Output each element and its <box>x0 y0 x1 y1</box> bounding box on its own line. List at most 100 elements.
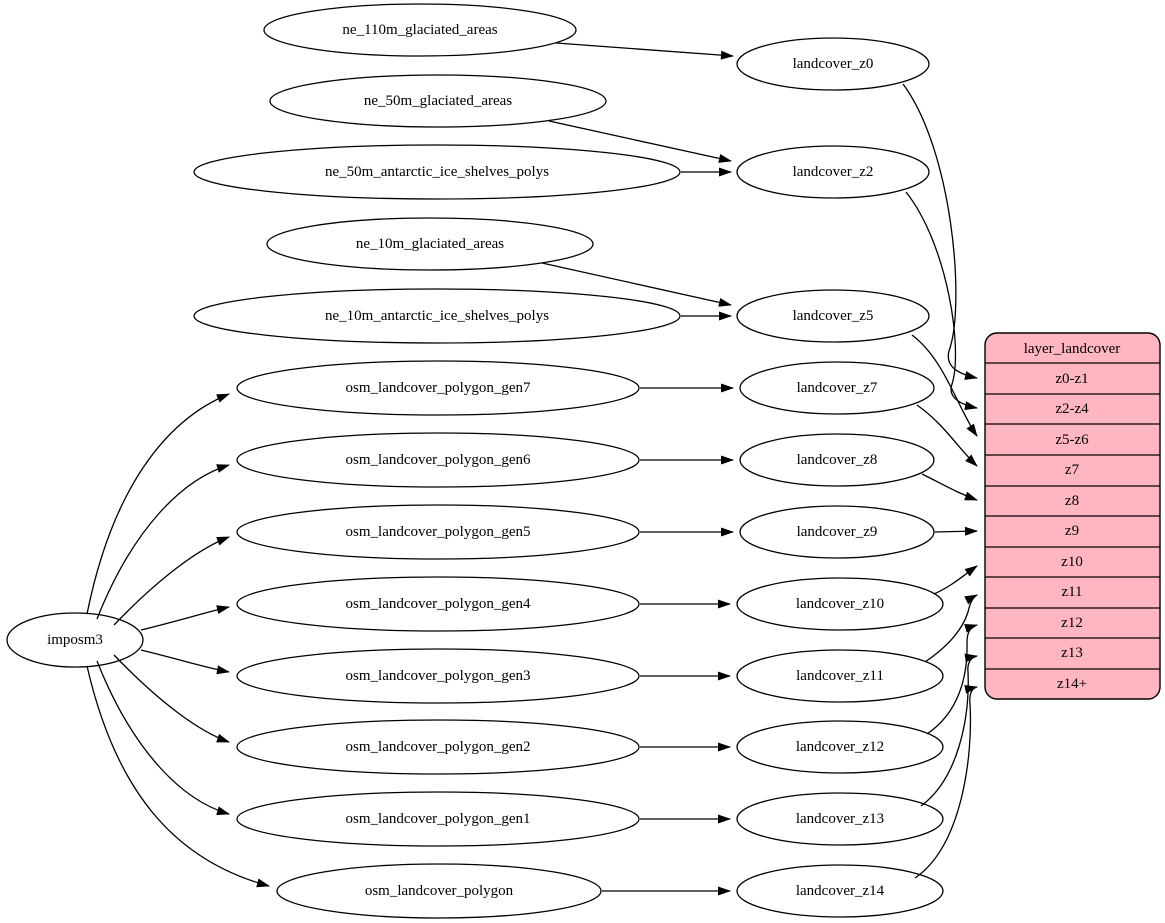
ne-50m-antarctic-ice-shelves-polys-ellipse <box>193 144 681 200</box>
landcover-z7-label: landcover_z7 <box>797 380 878 396</box>
edge-landcover-z8-to-row-z8 <box>921 473 978 501</box>
edge-ne-110m-glaciated-areas-to-landcover-z0 <box>555 42 734 60</box>
node-landcover-z7: landcover_z7 <box>739 361 935 415</box>
edge-imposm3-to-osm-landcover-polygon-gen6 <box>96 464 230 620</box>
edge-landcover-z14-to-row-z14plus <box>914 684 978 879</box>
node-ne-10m-glaciated-areas: ne_10m_glaciated_areas <box>266 217 594 271</box>
osm-landcover-polygon-gen2-label: osm_landcover_polygon_gen2 <box>346 739 531 755</box>
landcover-z13-ellipse <box>736 792 944 846</box>
edge-imposm3-to-osm-landcover-polygon-gen2 <box>113 654 230 743</box>
node-osm-landcover-polygon-gen6: osm_landcover_polygon_gen6 <box>236 432 640 488</box>
node-imposm3: imposm3 <box>6 612 144 668</box>
osm-landcover-polygon-gen3-label: osm_landcover_polygon_gen3 <box>346 668 531 684</box>
osm-landcover-polygon-gen4-label: osm_landcover_polygon_gen4 <box>346 596 531 612</box>
edge-imposm3-to-osm-landcover-polygon-gen5 <box>113 536 230 626</box>
node-ne-110m-glaciated-areas: ne_110m_glaciated_areas <box>263 3 577 57</box>
table-row-z0-z1: z0-z1 <box>1055 371 1088 387</box>
table-row-z9: z9 <box>1065 523 1079 539</box>
table-row-z11: z11 <box>1061 584 1082 600</box>
osm-landcover-polygon-gen7-label: osm_landcover_polygon_gen7 <box>346 380 531 396</box>
osm-landcover-polygon-ellipse <box>276 863 602 919</box>
layer-landcover-table-title: layer_landcover <box>1024 341 1121 357</box>
node-landcover-z8: landcover_z8 <box>739 433 935 487</box>
table-row-z5-z6: z5-z6 <box>1055 432 1089 448</box>
landcover-z13-label: landcover_z13 <box>796 811 884 827</box>
ne-110m-glaciated-areas-label: ne_110m_glaciated_areas <box>342 22 497 38</box>
edge-landcover-z7-to-row-z7 <box>916 404 978 467</box>
osm-landcover-polygon-gen4-ellipse <box>236 576 640 632</box>
osm-landcover-polygon-label: osm_landcover_polygon <box>365 883 514 899</box>
landcover-z12-ellipse <box>736 720 944 774</box>
node-osm-landcover-polygon-gen7: osm_landcover_polygon_gen7 <box>236 360 640 416</box>
table-row-z13: z13 <box>1061 645 1083 661</box>
landcover-z10-ellipse <box>736 577 944 631</box>
landcover-z5-ellipse <box>736 289 930 343</box>
table-row-z2-z4: z2-z4 <box>1055 401 1089 417</box>
edge-imposm3-to-osm-landcover-polygon-gen1 <box>96 660 230 816</box>
ne-10m-glaciated-areas-ellipse <box>266 217 594 271</box>
node-landcover-z13: landcover_z13 <box>736 792 944 846</box>
table-row-z8: z8 <box>1065 493 1079 509</box>
osm-landcover-polygon-gen2-ellipse <box>236 719 640 775</box>
node-ne-50m-antarctic-ice-shelves-polys: ne_50m_antarctic_ice_shelves_polys <box>193 144 681 200</box>
edge-landcover-z5-to-row-z5-z6 <box>911 334 978 437</box>
imposm3-label: imposm3 <box>47 632 103 648</box>
edge-imposm3-to-osm-landcover-polygon-gen7 <box>86 393 230 615</box>
ne-10m-antarctic-ice-shelves-polys-ellipse <box>193 288 681 344</box>
ne-10m-antarctic-ice-shelves-polys-label: ne_10m_antarctic_ice_shelves_polys <box>325 308 549 324</box>
edge-imposm3-to-osm-landcover-polygon-gen4 <box>140 605 230 631</box>
edge-landcover-z12-to-row-z12 <box>926 623 978 735</box>
osm-landcover-polygon-gen6-ellipse <box>236 432 640 488</box>
node-landcover-z14: landcover_z14 <box>736 864 944 918</box>
landcover-z9-ellipse <box>739 505 935 559</box>
landcover-z10-label: landcover_z10 <box>796 596 884 612</box>
osm-landcover-polygon-gen3-ellipse <box>236 648 640 704</box>
osm-landcover-polygon-gen5-label: osm_landcover_polygon_gen5 <box>346 524 531 540</box>
landcover-z14-label: landcover_z14 <box>796 883 885 899</box>
table-row-z14plus: z14+ <box>1057 676 1087 692</box>
node-ne-50m-glaciated-areas: ne_50m_glaciated_areas <box>269 74 607 128</box>
landcover-z12-label: landcover_z12 <box>796 739 884 755</box>
node-osm-landcover-polygon-gen1: osm_landcover_polygon_gen1 <box>236 791 640 847</box>
edge-imposm3-to-osm-landcover-polygon <box>86 665 270 888</box>
edge-landcover-z11-to-row-z11 <box>924 594 978 663</box>
edge-ne-50m-glaciated-areas-to-landcover-z2 <box>548 120 732 163</box>
node-ne-10m-antarctic-ice-shelves-polys: ne_10m_antarctic_ice_shelves_polys <box>193 288 681 344</box>
landcover-z8-ellipse <box>739 433 935 487</box>
landcover-z7-ellipse <box>739 361 935 415</box>
landcover-z2-ellipse <box>736 145 930 199</box>
node-osm-landcover-polygon: osm_landcover_polygon <box>276 863 602 919</box>
node-layer-landcover-table: layer_landcover z0-z1 z2-z4 z5-z6 z7 z8 … <box>984 332 1161 700</box>
ne-50m-glaciated-areas-ellipse <box>269 74 607 128</box>
imposm3-ellipse <box>6 612 144 668</box>
landcover-z11-label: landcover_z11 <box>796 668 884 684</box>
ne-50m-glaciated-areas-label: ne_50m_glaciated_areas <box>364 93 512 109</box>
edge-landcover-z0-to-row-z0-z1 <box>902 83 978 380</box>
edge-imposm3-to-osm-landcover-polygon-gen3 <box>140 649 230 675</box>
edge-landcover-z10-to-row-z10 <box>933 565 978 595</box>
node-osm-landcover-polygon-gen4: osm_landcover_polygon_gen4 <box>236 576 640 632</box>
landcover-z14-ellipse <box>736 864 944 918</box>
landcover-z5-label: landcover_z5 <box>793 308 874 324</box>
edge-landcover-z2-to-row-z2-z4 <box>905 191 978 411</box>
table-row-z12: z12 <box>1061 615 1083 631</box>
osm-landcover-polygon-gen1-ellipse <box>236 791 640 847</box>
ne-10m-glaciated-areas-label: ne_10m_glaciated_areas <box>356 236 504 252</box>
landcover-z8-label: landcover_z8 <box>797 452 878 468</box>
node-landcover-z0: landcover_z0 <box>736 37 930 91</box>
edge-ne-10m-glaciated-areas-to-landcover-z5 <box>541 262 732 307</box>
node-osm-landcover-polygon-gen5: osm_landcover_polygon_gen5 <box>236 504 640 560</box>
node-landcover-z5: landcover_z5 <box>736 289 930 343</box>
ne-50m-antarctic-ice-shelves-polys-label: ne_50m_antarctic_ice_shelves_polys <box>325 164 549 180</box>
landcover-z2-label: landcover_z2 <box>793 164 874 180</box>
osm-landcover-polygon-gen5-ellipse <box>236 504 640 560</box>
edge-landcover-z9-to-row-z9 <box>934 526 978 536</box>
osm-landcover-polygon-gen7-ellipse <box>236 360 640 416</box>
osm-landcover-polygon-gen6-label: osm_landcover_polygon_gen6 <box>346 452 531 468</box>
edges <box>86 42 978 896</box>
node-landcover-z2: landcover_z2 <box>736 145 930 199</box>
landcover-z0-ellipse <box>736 37 930 91</box>
osm-landcover-polygon-gen1-label: osm_landcover_polygon_gen1 <box>346 811 531 827</box>
